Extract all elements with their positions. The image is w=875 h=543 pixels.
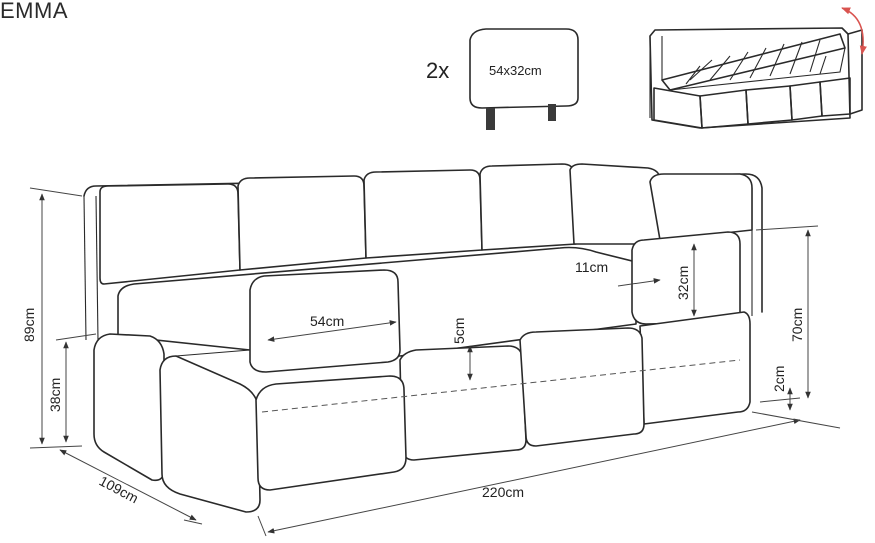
armrest-height-label: 70cm [789, 308, 805, 342]
dimension-lines [29, 187, 841, 537]
pillow-size-label: 54x32cm [489, 63, 542, 78]
pillow-illustration: 54x32cm 2x [426, 28, 579, 130]
seat-height-label: 38cm [47, 378, 63, 412]
pillow-count-label: 2x [426, 58, 449, 83]
total-height-label: 89cm [21, 308, 37, 342]
pillow-height-label: 32cm [675, 266, 691, 300]
leg-height-label: 2cm [771, 366, 787, 392]
rotate-arrow-icon [841, 7, 867, 55]
depth-label: 109cm [97, 473, 142, 507]
pillow-leg-icon [548, 104, 556, 121]
pillow-width-label: 54cm [310, 313, 344, 329]
product-title: EMMA [0, 0, 68, 23]
pillow-thickness-label: 11cm [575, 259, 608, 275]
sofa-illustration [83, 163, 763, 513]
gap-label: 5cm [451, 318, 467, 344]
pillow-leg-icon [486, 108, 495, 130]
width-label: 220cm [482, 484, 524, 500]
storage-illustration [649, 7, 867, 129]
